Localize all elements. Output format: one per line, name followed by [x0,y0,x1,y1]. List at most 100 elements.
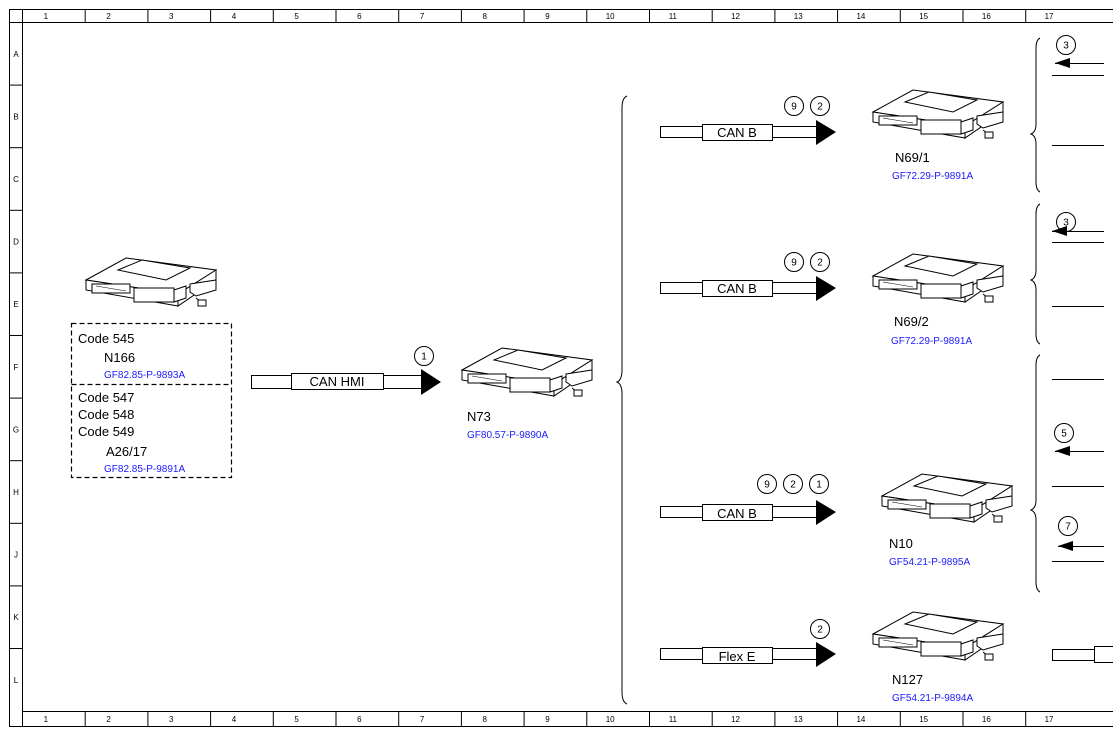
drawing-frame [9,9,1113,727]
grid-column-label: 15 [919,715,928,724]
row3-bus-box [702,504,773,521]
grid-row-label: F [14,363,19,372]
grid-row-label: L [14,676,19,685]
right-brace-3 [1029,354,1041,593]
marker-circle[interactable] [757,474,777,494]
grid-row-label: G [13,425,19,434]
module-n10-icon[interactable] [881,473,1013,523]
n127-label: N127 [892,672,923,687]
module-n69-1-icon[interactable] [872,89,1004,139]
grid-column-label: 5 [294,12,299,21]
grid-column-label: 8 [483,715,488,724]
drawing-inner-frame [22,22,1113,712]
row4-arrow [816,642,836,667]
marker-number: 3 [1063,41,1069,52]
grid-column-label: 8 [483,12,488,21]
marker-circle[interactable] [810,619,830,639]
grid-column-label: 11 [669,715,678,724]
right-arrow-left [1055,446,1070,456]
grid-column-label: 12 [731,715,740,724]
n73-ref-link[interactable]: GF80.57-P-9890A [467,430,548,441]
grid-column-label: 7 [420,715,425,724]
n73-label: N73 [467,409,491,424]
code-545-label: Code 545 [78,331,134,346]
module-n166-icon[interactable] [85,257,217,307]
grid-row-label: C [13,175,19,184]
can-hmi-label-box [291,373,384,390]
grid-row-label: A [13,50,19,59]
grid-column-label: 13 [794,715,803,724]
grid-column-label: 15 [919,12,928,21]
grid-row-label: H [13,488,19,497]
marker-number: 9 [764,480,770,491]
right-arrow-left [1058,541,1073,551]
marker-circle[interactable] [810,96,830,116]
grid-column-label: 7 [420,12,425,21]
grid-column-label: 13 [794,12,803,21]
module-n69-2-icon[interactable] [872,253,1004,303]
code-549-label: Code 549 [78,424,134,439]
row2-arrow [816,276,836,301]
n69-1-ref-link[interactable]: GF72.29-P-9891A [892,171,973,182]
marker-circle[interactable] [1058,516,1078,536]
right-brace-2 [1029,203,1041,345]
grid-column-label: 10 [606,12,615,21]
marker-circle[interactable] [1056,35,1076,55]
marker-number: 2 [817,625,823,636]
n127-ref-link[interactable]: GF54.21-P-9894A [892,693,973,704]
n69-2-ref-link[interactable]: GF72.29-P-9891A [891,336,972,347]
module-n73-icon[interactable] [461,347,593,397]
marker-circle[interactable] [414,346,434,366]
marker-number: 1 [421,352,427,363]
grid-column-label: 14 [856,715,865,724]
marker-circle[interactable] [1054,423,1074,443]
row1-bus-label: CAN B [717,125,757,140]
right-brace-1 [1029,37,1041,193]
right-arrow-left [1055,58,1070,68]
grid-column-label: 16 [982,12,991,21]
grid-row-label: J [14,551,18,560]
n69-2-label: N69/2 [894,314,929,329]
left-group-box [70,322,233,479]
a26-17-label: A26/17 [106,444,147,459]
row4-bus-box [702,647,773,664]
grid-column-label: 9 [545,715,550,724]
module-n127-icon[interactable] [872,611,1004,661]
marker-circle[interactable] [810,252,830,272]
marker-number: 1 [816,480,822,491]
n10-label: N10 [889,536,913,551]
a26-17-ref-link[interactable]: GF82.85-P-9891A [104,464,185,475]
row3-arrow [816,500,836,525]
grid-row-label: K [13,613,19,622]
marker-number: 9 [791,258,797,269]
marker-number: 7 [1065,522,1071,533]
n69-1-label: N69/1 [895,150,930,165]
code-547-label: Code 547 [78,390,134,405]
grid-column-label: 6 [357,12,362,21]
grid-column-label: 4 [232,715,237,724]
marker-circle[interactable] [784,252,804,272]
grid-row-label: D [13,238,19,247]
grid-column-label: 2 [106,715,111,724]
grid-column-label: 5 [294,715,299,724]
grid-column-label: 4 [232,12,237,21]
grid-row-label: E [13,300,18,309]
n10-ref-link[interactable]: GF54.21-P-9895A [889,557,970,568]
grid-column-label: 2 [106,12,111,21]
grid-column-label: 3 [169,715,174,724]
grid-column-label: 1 [44,12,49,21]
n166-ref-link[interactable]: GF82.85-P-9893A [104,370,185,381]
code-548-label: Code 548 [78,407,134,422]
marker-circle[interactable] [784,96,804,116]
marker-circle[interactable] [809,474,829,494]
marker-number: 2 [790,480,796,491]
right-label-box-partial [1094,646,1113,663]
grid-column-label: 6 [357,715,362,724]
grid-column-label: 17 [1045,12,1054,21]
marker-circle[interactable] [783,474,803,494]
grid-column-label: 14 [856,12,865,21]
